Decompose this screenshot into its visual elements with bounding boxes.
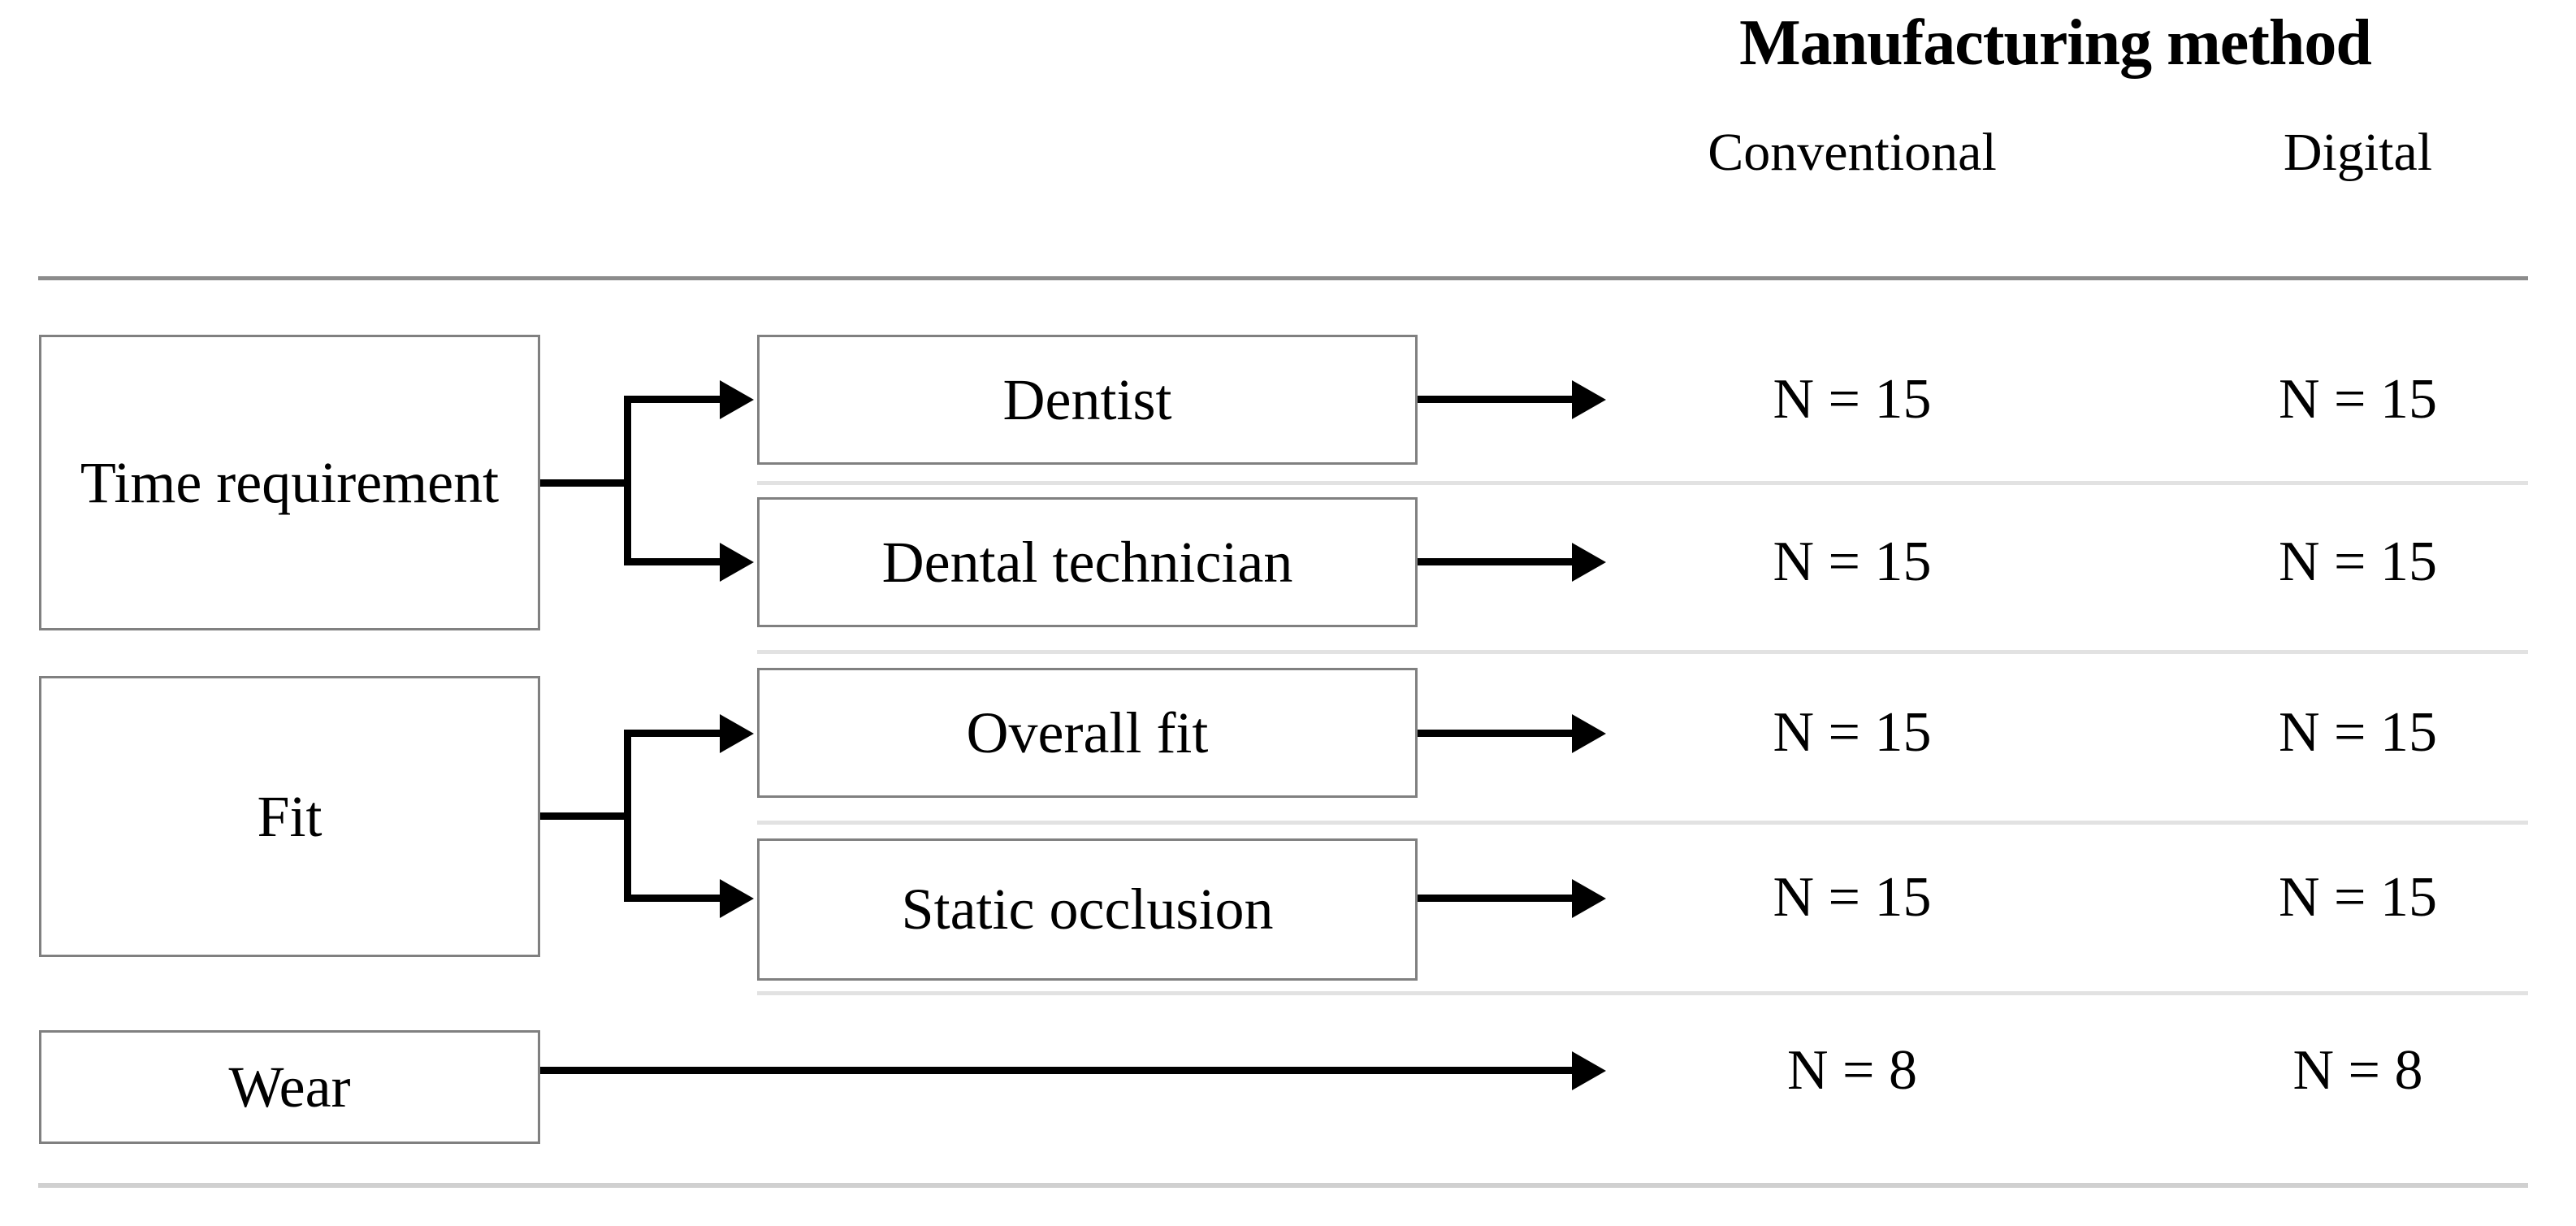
value-conventional-dentist: N = 15 [1773, 368, 1932, 431]
arrowhead-wear-values [1572, 1051, 1606, 1090]
arrowhead-to-overall-fit [720, 714, 754, 753]
subitem-box-dental-technician[interactable]: Dental technician [757, 497, 1418, 627]
row-separator-4 [757, 991, 2528, 995]
manufacturing-method-title: Manufacturing method [1739, 7, 2372, 79]
value-digital-dental-technician: N = 15 [2278, 531, 2438, 593]
arrowhead-to-dentist [720, 380, 754, 419]
subitem-label-overall-fit: Overall fit [966, 700, 1209, 765]
value-digital-wear: N = 8 [2292, 1039, 2423, 1102]
category-label-wear: Wear [228, 1054, 351, 1120]
table-bottom-rule [38, 1183, 2528, 1188]
value-digital-overall-fit: N = 15 [2278, 701, 2438, 764]
connector-riser-time-requirement [624, 396, 631, 565]
category-label-time-requirement: Time requirement [80, 449, 500, 515]
category-box-time-requirement[interactable]: Time requirement [39, 335, 540, 630]
column-header-digital: Digital [2283, 123, 2433, 182]
connector-stem-time-requirement [540, 479, 630, 487]
row-separator-2 [757, 650, 2528, 654]
connector-branch-dentist [624, 396, 720, 403]
connector-branch-overall-fit [624, 730, 720, 737]
subitem-label-dentist: Dentist [1002, 366, 1172, 432]
arrowhead-to-static-occlusion [720, 879, 754, 918]
connector-static-occlusion-to-values [1418, 895, 1572, 902]
subitem-box-overall-fit[interactable]: Overall fit [757, 668, 1418, 798]
arrowhead-to-dental-technician [720, 543, 754, 582]
connector-branch-dental-technician [624, 558, 720, 565]
table-top-rule [38, 276, 2528, 280]
category-box-fit[interactable]: Fit [39, 676, 540, 957]
subitem-box-static-occlusion[interactable]: Static occlusion [757, 838, 1418, 981]
arrowhead-static-occlusion-values [1572, 879, 1606, 918]
value-conventional-overall-fit: N = 15 [1773, 701, 1932, 764]
row-separator-1 [757, 481, 2528, 485]
value-digital-dentist: N = 15 [2278, 368, 2438, 431]
connector-branch-static-occlusion [624, 895, 720, 902]
arrowhead-dentist-values [1572, 380, 1606, 419]
connector-dentist-to-values [1418, 396, 1572, 403]
category-label-fit: Fit [257, 783, 323, 849]
connector-dental-technician-to-values [1418, 558, 1572, 565]
connector-riser-fit [624, 730, 631, 902]
subitem-label-static-occlusion: Static occlusion [901, 877, 1274, 942]
column-header-conventional: Conventional [1708, 123, 1997, 182]
connector-wear-to-values [540, 1067, 1572, 1074]
value-conventional-static-occlusion: N = 15 [1773, 866, 1932, 929]
arrowhead-overall-fit-values [1572, 714, 1606, 753]
connector-stem-fit [540, 812, 630, 820]
category-box-wear[interactable]: Wear [39, 1030, 540, 1144]
value-digital-static-occlusion: N = 15 [2278, 866, 2438, 929]
subitem-label-dental-technician: Dental technician [881, 529, 1293, 595]
value-conventional-dental-technician: N = 15 [1773, 531, 1932, 593]
subitem-box-dentist[interactable]: Dentist [757, 335, 1418, 465]
value-conventional-wear: N = 8 [1786, 1039, 1918, 1102]
row-separator-3 [757, 821, 2528, 825]
arrowhead-dental-technician-values [1572, 543, 1606, 582]
connector-overall-fit-to-values [1418, 730, 1572, 737]
